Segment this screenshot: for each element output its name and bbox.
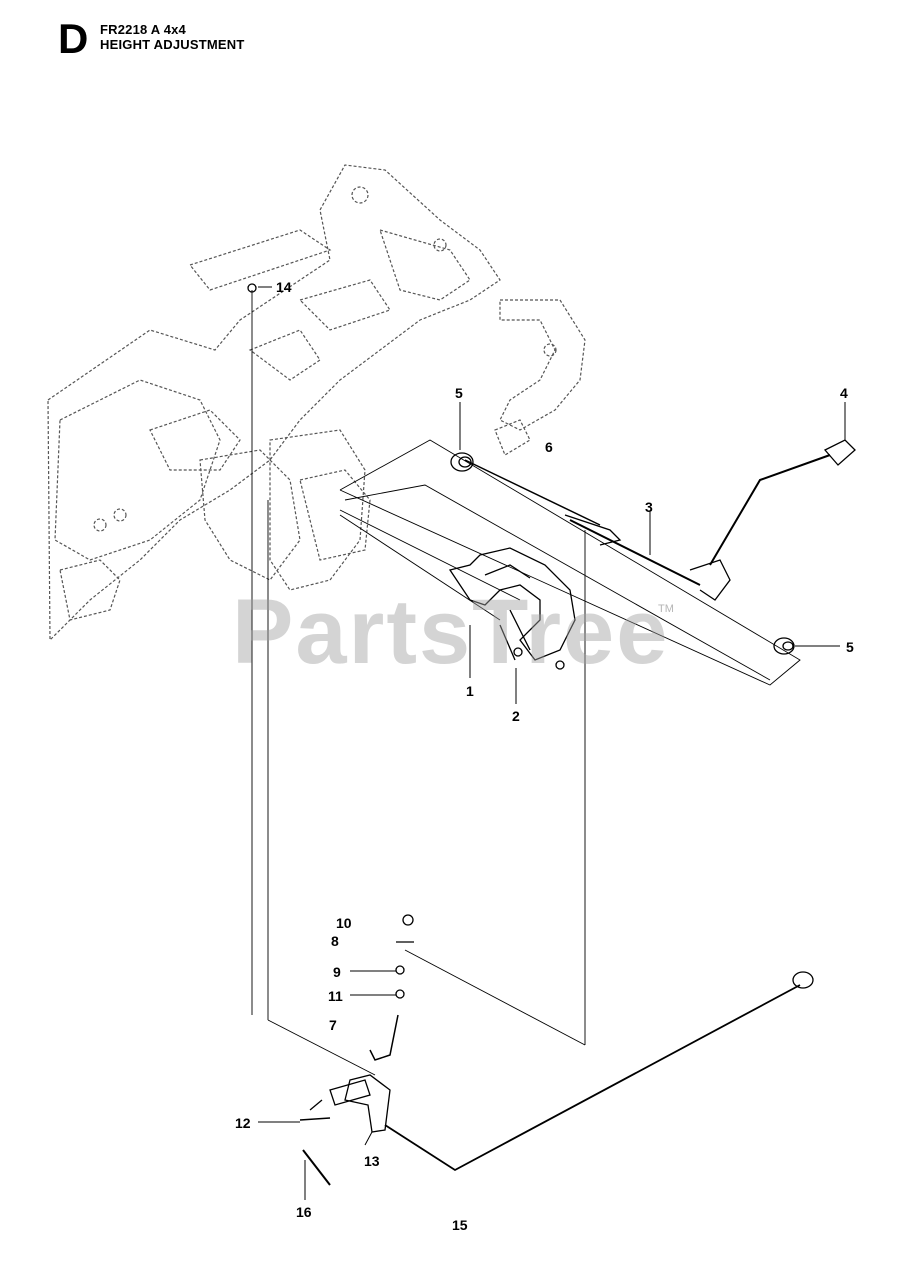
callout-15: 15: [452, 1217, 468, 1233]
callout-1: 1: [466, 683, 474, 699]
callout-4: 4: [840, 385, 848, 401]
callout-11: 11: [328, 988, 343, 1004]
callout-6: 6: [545, 439, 553, 455]
leader-lines: [258, 286, 846, 1200]
callout-8: 8: [331, 933, 339, 949]
callout-13: 13: [364, 1153, 380, 1169]
callout-5-right: 5: [846, 639, 854, 655]
callout-14: 14: [276, 279, 292, 295]
callout-12: 12: [235, 1115, 251, 1131]
height-plate-assembly: [247, 283, 856, 1186]
callout-5-top: 5: [455, 385, 463, 401]
chassis-frame: [47, 164, 586, 642]
trademark-symbol: TM: [658, 603, 674, 615]
partstree-watermark: PartsTree: [232, 581, 670, 683]
callout-7: 7: [329, 1017, 337, 1033]
callout-9: 9: [333, 964, 341, 980]
section-title: HEIGHT ADJUSTMENT: [100, 37, 245, 52]
callout-10: 10: [336, 915, 352, 931]
callout-16: 16: [296, 1204, 312, 1220]
callout-2: 2: [512, 708, 520, 724]
callout-3: 3: [645, 499, 653, 515]
section-letter: D: [58, 15, 89, 62]
model-name: FR2218 A 4x4: [100, 22, 186, 37]
